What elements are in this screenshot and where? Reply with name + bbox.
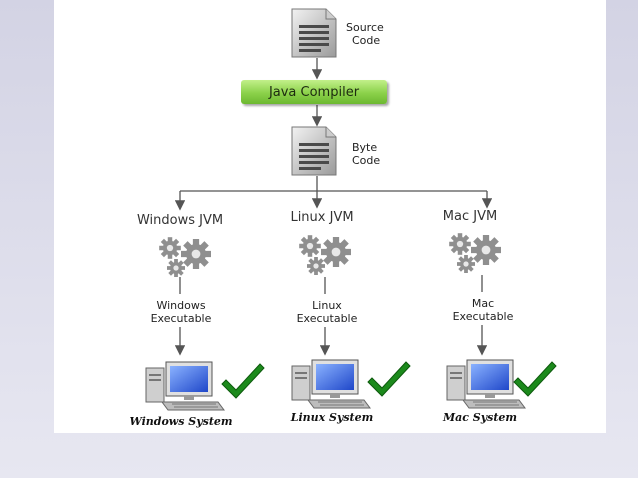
source-label-line2: Code xyxy=(352,34,381,47)
windows-checkmark-icon xyxy=(221,363,265,399)
source-document-icon xyxy=(291,8,337,58)
linux-system-label: Linux System xyxy=(290,411,374,424)
linux-exe-line1: Linux xyxy=(312,299,342,312)
mac-checkmark-icon xyxy=(513,361,557,397)
mac-exe-line1: Mac xyxy=(471,297,495,310)
linux-checkmark-icon xyxy=(367,361,411,397)
mac-system-label: Mac System xyxy=(442,411,518,424)
linux-jvm-label: Linux JVM xyxy=(290,210,354,225)
bytecode-document-icon xyxy=(291,126,337,176)
bytecode-label-line1: Byte xyxy=(352,141,378,154)
windows-computer-icon xyxy=(145,361,225,411)
source-label-line1: Source xyxy=(346,21,384,34)
mac-exe-line2: Executable xyxy=(452,310,514,323)
java-compiler-label: Java Compiler xyxy=(268,84,360,100)
windows-exe-line1: Windows xyxy=(156,299,206,312)
windows-jvm-gears-icon xyxy=(159,237,211,277)
windows-system-label: Windows System xyxy=(129,415,233,428)
windows-jvm-label: Windows JVM xyxy=(136,213,224,228)
bytecode-label-line2: Code xyxy=(352,154,381,167)
linux-computer-icon xyxy=(291,359,371,409)
windows-exe-line2: Executable xyxy=(150,312,212,325)
java-compiler-box: Java Compiler xyxy=(241,80,387,104)
linux-exe-line2: Executable xyxy=(296,312,358,325)
linux-jvm-gears-icon xyxy=(299,235,351,275)
branch-connector xyxy=(174,176,493,211)
mac-jvm-label: Mac JVM xyxy=(442,209,498,224)
mac-computer-icon xyxy=(446,359,526,409)
mac-jvm-gears-icon xyxy=(449,233,501,273)
